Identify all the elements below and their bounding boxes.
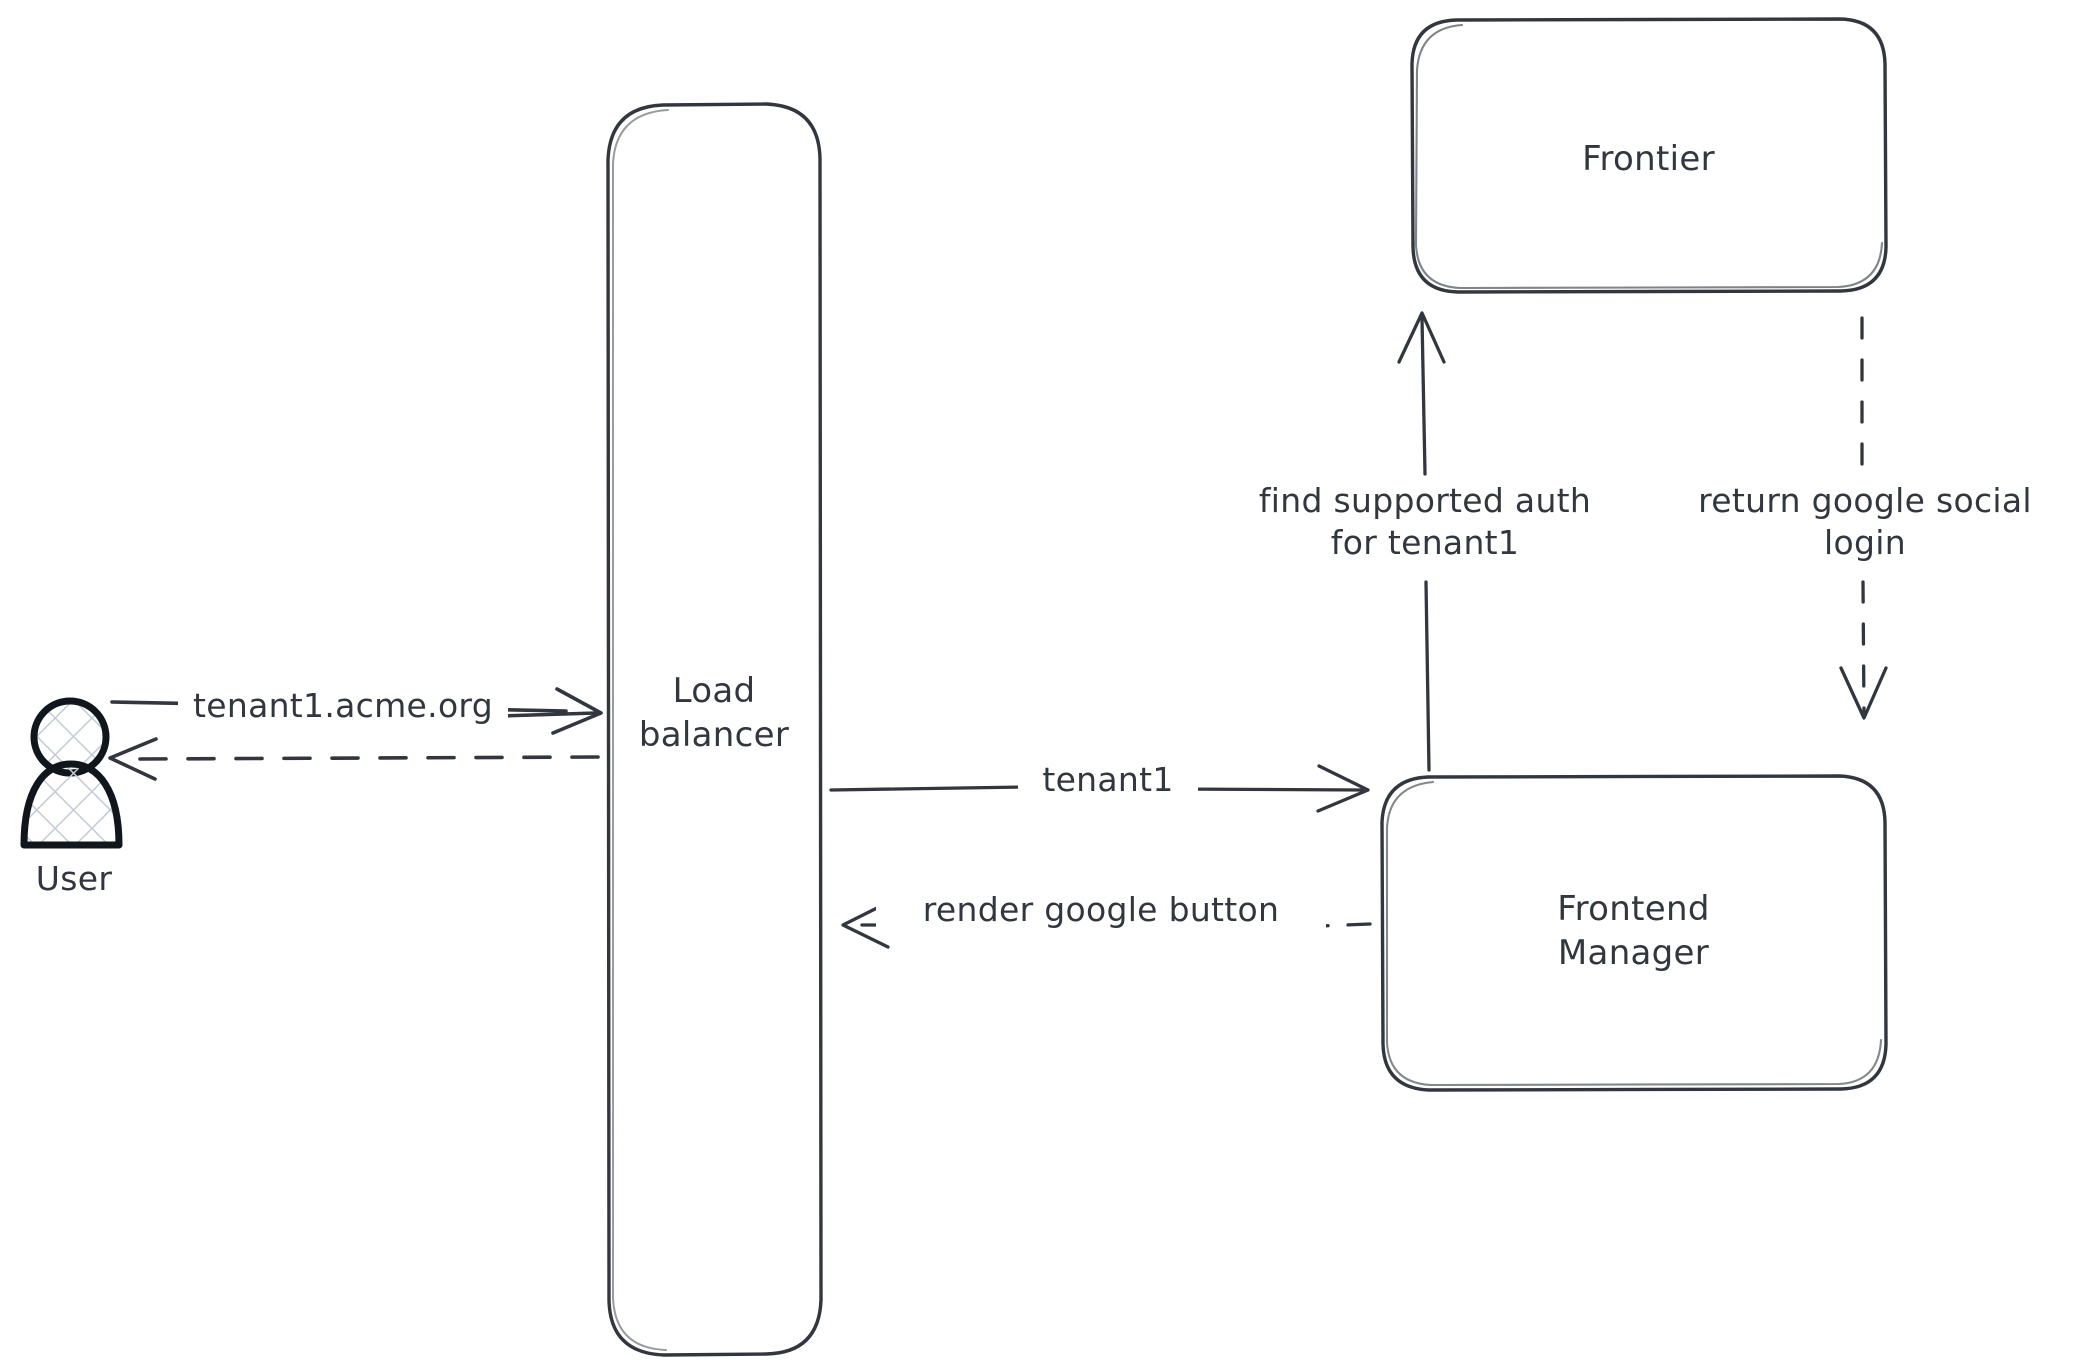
edge-fm-to-lb-arrowhead <box>841 901 890 949</box>
edge-user-to-lb-arrowhead <box>551 687 603 735</box>
edge-user-to-load-balancer <box>110 687 603 735</box>
edge-user-to-lb-line-right <box>498 711 598 718</box>
frontier-box-outline <box>1410 17 1888 294</box>
load-balancer-box-outline <box>606 102 823 1357</box>
user-icon-body <box>20 760 123 849</box>
edge-frontend-manager-to-load-balancer <box>841 901 1372 949</box>
edge-user-to-lb-line-left <box>110 700 568 713</box>
frontier-box-sketch-stroke <box>1414 23 1884 290</box>
edge-lb-to-user-arrowhead <box>108 737 158 781</box>
user-icon[interactable] <box>20 697 123 849</box>
load-balancer-box-sketch-stroke <box>612 109 669 1351</box>
edge-fm-to-frontier-line-upper <box>1420 316 1427 476</box>
edge-lb-to-fm-arrowhead <box>1316 764 1370 813</box>
edge-frontend-manager-to-frontier <box>1397 311 1446 772</box>
edge-load-balancer-to-user <box>108 737 600 781</box>
node-load-balancer[interactable] <box>606 102 823 1357</box>
edge-lb-to-fm-line-right <box>1166 787 1364 792</box>
frontend-manager-box-outline <box>1380 774 1888 1092</box>
edge-load-balancer-to-frontend-manager <box>829 764 1370 813</box>
edge-lb-to-user-line <box>138 755 600 761</box>
node-frontend-manager[interactable] <box>1380 774 1888 1092</box>
node-frontier[interactable] <box>1410 17 1888 294</box>
edge-frontier-to-fm-arrowhead <box>1839 666 1888 720</box>
edge-fm-to-frontier-line-lower <box>1424 580 1431 772</box>
edge-fm-to-frontier-arrowhead <box>1397 311 1446 364</box>
frontend-manager-box-sketch-stroke <box>1385 780 1883 1087</box>
edge-frontier-to-frontend-manager <box>1839 316 1888 720</box>
edge-lb-to-fm-line-left <box>829 785 1027 792</box>
edge-frontier-to-fm-line-lower <box>1861 580 1866 716</box>
edge-fm-to-lb-line-right <box>1318 922 1372 928</box>
